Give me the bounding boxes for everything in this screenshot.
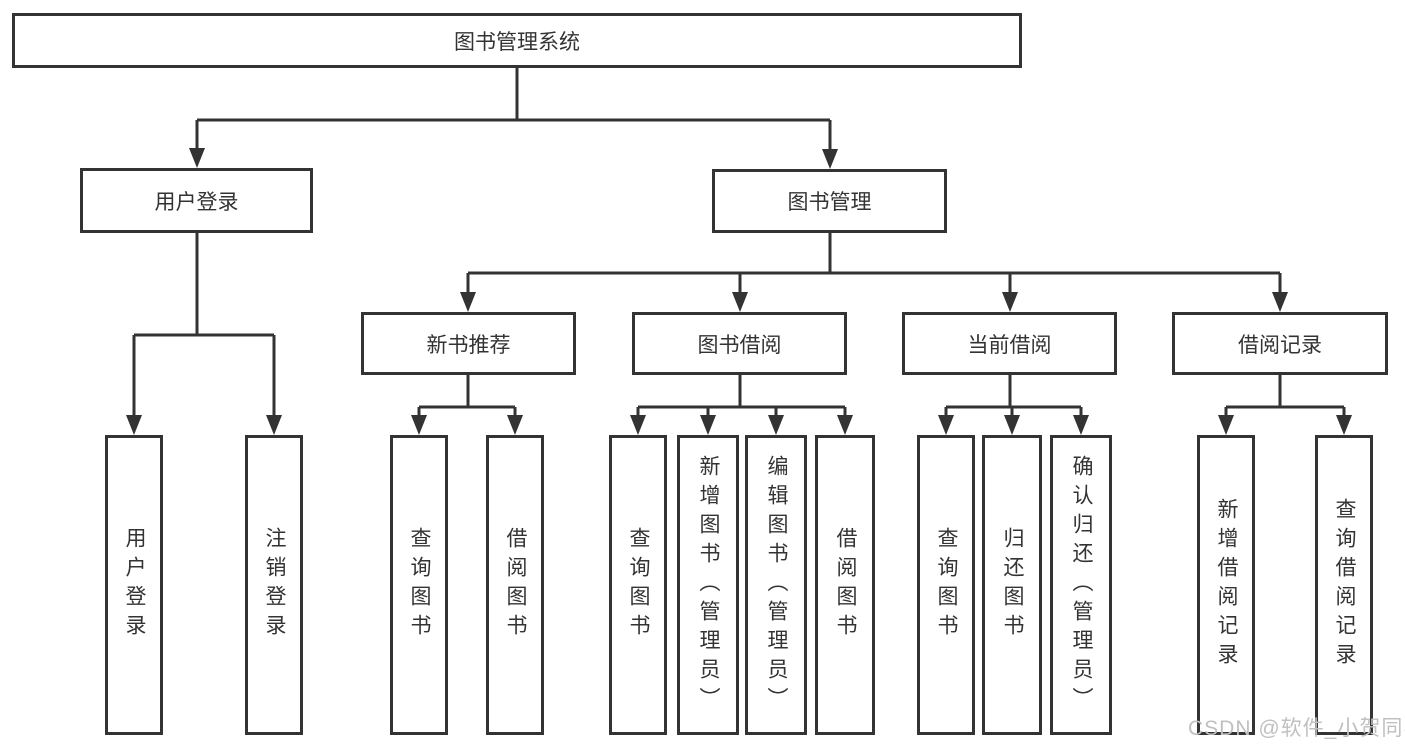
node-label: 用户登录 (123, 527, 146, 643)
node-label: 归还图书 (1001, 527, 1024, 643)
node-label: 注销登录 (263, 527, 286, 643)
arrow-down-icon (266, 415, 282, 435)
node-new-book-recommend: 新书推荐 (361, 312, 576, 375)
arrow-down-icon (126, 415, 142, 435)
node-label: 当前借阅 (967, 333, 1052, 357)
leaf-query-books-borrow: 查询图书 (609, 435, 667, 735)
node-label: 查询图书 (935, 527, 958, 643)
leaf-query-books-current: 查询图书 (917, 435, 975, 735)
node-borrow-records: 借阅记录 (1172, 312, 1388, 375)
arrow-down-icon (630, 415, 646, 435)
node-label: 新增图书（管理员） (697, 454, 720, 716)
node-label: 查询借阅记录 (1333, 498, 1356, 672)
connector-line (466, 233, 1282, 297)
arrow-down-icon (1218, 415, 1234, 435)
leaf-user-login: 用户登录 (105, 435, 163, 735)
arrow-down-icon (460, 292, 476, 312)
connector-line (132, 233, 276, 420)
arrow-down-icon (507, 415, 523, 435)
connector-borrow-records-children (1218, 375, 1352, 435)
leaf-add-borrow-record: 新增借阅记录 (1197, 435, 1255, 735)
connector-book-management-children (460, 233, 1288, 312)
leaf-borrow-books-recommend: 借阅图书 (486, 435, 544, 735)
node-current-borrow: 当前借阅 (902, 312, 1117, 375)
node-label: 查询图书 (408, 527, 431, 643)
connector-line (1224, 375, 1346, 420)
arrow-down-icon (1073, 415, 1089, 435)
arrow-down-icon (1272, 292, 1288, 312)
node-label: 图书借阅 (697, 333, 782, 357)
arrow-down-icon (822, 149, 838, 169)
leaf-edit-book-admin: 编辑图书（管理员） (745, 435, 807, 735)
node-label: 编辑图书（管理员） (765, 454, 788, 716)
node-library-management-system: 图书管理系统 (12, 13, 1022, 68)
leaf-borrow-books-borrow: 借阅图书 (815, 435, 875, 735)
connector-line (636, 375, 847, 420)
connector-root-to-level2 (189, 68, 838, 169)
arrow-down-icon (768, 415, 784, 435)
watermark: CSDN @软件_小贺同学 (1188, 717, 1405, 740)
node-label: 借阅图书 (504, 527, 527, 643)
node-label: 借阅记录 (1238, 333, 1322, 357)
leaf-return-books: 归还图书 (982, 435, 1042, 735)
node-label: 图书管理 (787, 191, 872, 214)
connector-current-borrow-children (938, 375, 1089, 435)
leaf-logout: 注销登录 (245, 435, 303, 735)
leaf-confirm-return-admin: 确认归还（管理员） (1050, 435, 1112, 735)
node-user-login: 用户登录 (80, 168, 313, 233)
connector-new-book-recommend-children (411, 375, 523, 435)
arrow-down-icon (732, 292, 748, 312)
connector-line (944, 375, 1083, 420)
arrow-down-icon (700, 415, 716, 435)
node-label: 确认归还（管理员） (1070, 454, 1093, 716)
node-label: 新增借阅记录 (1215, 498, 1238, 672)
node-label: 新书推荐 (426, 333, 511, 357)
arrow-down-icon (1004, 415, 1020, 435)
node-book-borrow: 图书借阅 (632, 312, 847, 375)
node-label: 图书管理系统 (454, 30, 580, 54)
connector-user-login-children (126, 233, 282, 435)
arrow-down-icon (1002, 292, 1018, 312)
leaf-query-borrow-record: 查询借阅记录 (1315, 435, 1373, 735)
arrow-down-icon (837, 415, 853, 435)
arrow-down-icon (189, 148, 205, 168)
arrow-down-icon (938, 415, 954, 435)
node-label: 借阅图书 (834, 527, 857, 643)
connector-line (417, 375, 517, 420)
connector-book-borrow-children (630, 375, 853, 435)
node-book-management: 图书管理 (712, 169, 947, 233)
connector-line (195, 68, 832, 154)
node-label: 查询图书 (627, 527, 650, 643)
leaf-query-books-recommend: 查询图书 (390, 435, 448, 735)
arrow-down-icon (1336, 415, 1352, 435)
leaf-add-book-admin: 新增图书（管理员） (677, 435, 739, 735)
arrow-down-icon (411, 415, 427, 435)
node-label: 用户登录 (154, 190, 239, 214)
